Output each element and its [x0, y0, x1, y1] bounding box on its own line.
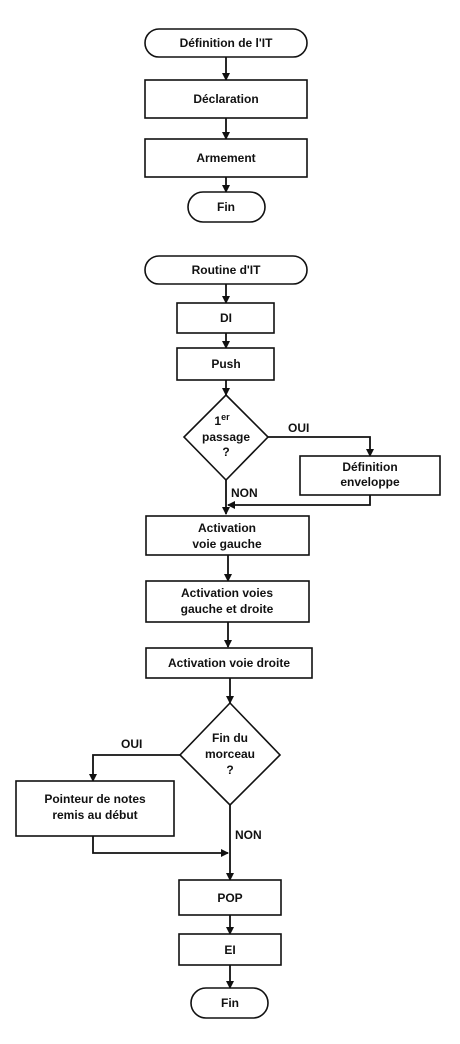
- node-activation-voie-gauche-line2: voie gauche: [192, 537, 262, 551]
- node-pop-label: POP: [217, 891, 242, 905]
- decision-fin-du-morceau: Fin du morceau ?: [178, 701, 282, 807]
- arrow-decision-2-oui: [89, 754, 182, 782]
- decision-premier-passage-line1: 1er: [214, 412, 230, 428]
- arrow-pointeur-return: [92, 836, 229, 857]
- decision-fin-du-morceau-line3: ?: [226, 763, 233, 777]
- node-activation-voie-droite: Activation voie droite: [145, 647, 313, 679]
- edge-label-oui-1: OUI: [288, 421, 309, 435]
- node-declaration-label: Déclaration: [193, 92, 258, 106]
- node-activation-voies-gauche-droite: Activation voies gauche et droite: [145, 580, 310, 623]
- node-ei: EI: [178, 933, 282, 966]
- node-fin-1-label: Fin: [217, 200, 235, 214]
- node-fin-2: Fin: [190, 987, 269, 1019]
- node-definition-it-label: Définition de l'IT: [180, 36, 274, 50]
- edge-label-non-1: NON: [231, 486, 258, 500]
- node-definition-it: Définition de l'IT: [144, 28, 308, 58]
- node-declaration: Déclaration: [144, 79, 308, 119]
- node-pointeur-de-notes-line1: Pointeur de notes: [44, 792, 146, 806]
- node-armement: Armement: [144, 138, 308, 178]
- decision-premier-passage-line3: ?: [222, 445, 229, 459]
- node-fin-2-label: Fin: [221, 996, 239, 1010]
- node-ei-label: EI: [224, 943, 235, 957]
- decision-premier-passage-line2: passage: [202, 430, 250, 444]
- node-di: DI: [176, 302, 275, 334]
- decision-premier-passage-superscript: er: [221, 412, 230, 422]
- decision-premier-passage: 1er passage ?: [182, 393, 270, 482]
- node-di-label: DI: [220, 311, 232, 325]
- connectors: [89, 57, 374, 989]
- node-fin-1: Fin: [187, 191, 266, 223]
- edge-label-non-2: NON: [235, 828, 262, 842]
- node-activation-voie-gauche-line1: Activation: [198, 521, 256, 535]
- node-armement-label: Armement: [196, 151, 255, 165]
- node-pointeur-de-notes: Pointeur de notes remis au début: [15, 780, 175, 837]
- node-definition-enveloppe-line2: enveloppe: [340, 475, 400, 489]
- node-push: Push: [176, 347, 275, 381]
- arrow-enveloppe-return: [227, 495, 371, 509]
- arrow-decision-1-oui: [268, 436, 374, 457]
- node-routine-it-label: Routine d'IT: [192, 263, 262, 277]
- node-activation-voie-gauche: Activation voie gauche: [145, 515, 310, 556]
- node-push-label: Push: [211, 357, 240, 371]
- node-pop: POP: [178, 879, 282, 916]
- node-activation-voies-gauche-droite-line2: gauche et droite: [181, 602, 274, 616]
- edge-label-oui-2: OUI: [121, 737, 142, 751]
- node-activation-voie-droite-label: Activation voie droite: [168, 656, 290, 670]
- node-definition-enveloppe: Définition enveloppe: [299, 455, 441, 496]
- decision-fin-du-morceau-line1: Fin du: [212, 731, 248, 745]
- node-activation-voies-gauche-droite-line1: Activation voies: [181, 586, 273, 600]
- node-pointeur-de-notes-line2: remis au début: [52, 808, 137, 822]
- node-definition-enveloppe-line1: Définition: [342, 460, 397, 474]
- decision-fin-du-morceau-line2: morceau: [205, 747, 255, 761]
- node-routine-it: Routine d'IT: [144, 255, 308, 285]
